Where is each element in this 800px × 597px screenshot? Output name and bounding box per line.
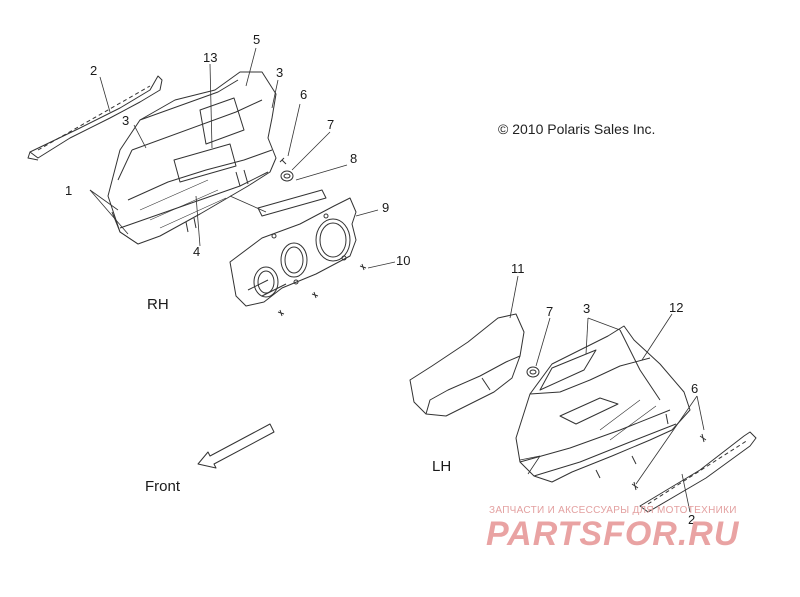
callout-7-lh: 7 — [546, 304, 554, 319]
callout-6-rh: 6 — [300, 87, 308, 102]
callout-3-rh-a: 3 — [122, 113, 130, 128]
callout-7-rh: 7 — [327, 117, 335, 132]
callout-6-lh: 6 — [691, 381, 699, 396]
watermark-brand: PARTSFOR.RU — [486, 515, 740, 553]
callout-2-lh: 2 — [688, 512, 696, 527]
lh-cover — [409, 313, 525, 417]
callout-3-rh-b: 3 — [276, 65, 284, 80]
callout-8: 8 — [350, 151, 358, 166]
callout-11: 11 — [511, 261, 525, 276]
lh-washer — [526, 366, 540, 378]
callout-5: 5 — [253, 32, 261, 47]
rh-leaders — [89, 47, 396, 269]
rh-screws — [277, 263, 367, 317]
callout-12: 12 — [669, 300, 684, 315]
callout-4: 4 — [193, 244, 201, 259]
callout-9: 9 — [382, 200, 390, 215]
rh-gauge-plate — [229, 197, 357, 307]
callout-1-rh: 1 — [65, 183, 73, 198]
front-label: Front — [145, 478, 181, 495]
front-arrow — [197, 423, 275, 469]
callout-3-lh: 3 — [583, 301, 591, 316]
rh-trim-strip — [27, 75, 163, 161]
callout-2-rh: 2 — [90, 63, 98, 78]
rh-washer — [280, 170, 294, 182]
rh-bezel-housing — [107, 71, 277, 245]
callout-10: 10 — [396, 253, 411, 268]
lh-leaders — [509, 275, 705, 513]
lh-bezel-housing — [515, 325, 691, 483]
lh-trim-strip — [639, 431, 757, 513]
lh-side-label: LH — [432, 458, 452, 475]
rh-screw-6 — [279, 157, 287, 165]
watermark-tagline: ЗАПЧАСТИ И АКСЕССУАРЫ ДЛЯ МОТОТЕХНИКИ — [489, 505, 737, 516]
copyright-text: © 2010 Polaris Sales Inc. — [498, 121, 656, 137]
rh-side-label: RH — [147, 296, 169, 313]
callout-13: 13 — [203, 50, 218, 65]
rh-lens — [257, 189, 327, 217]
lh-screws — [631, 433, 707, 491]
